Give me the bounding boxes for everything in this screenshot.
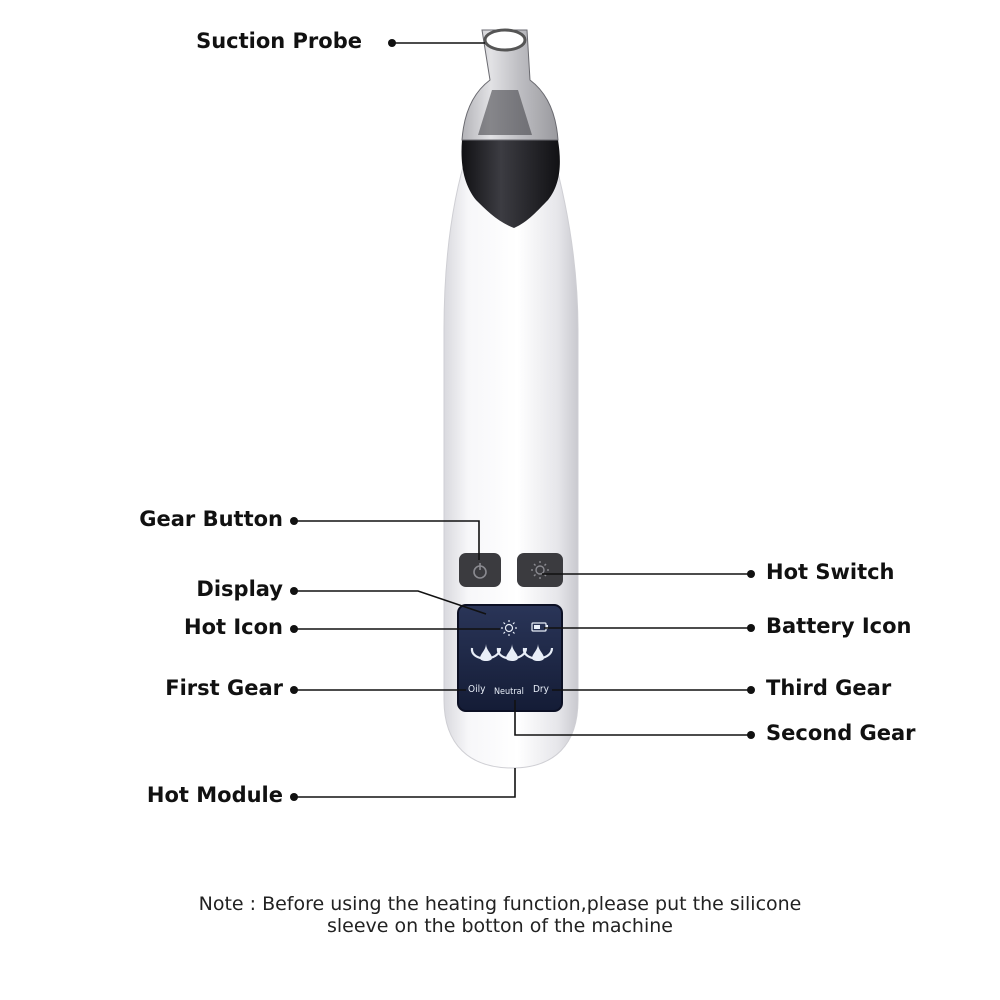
label-hot-switch: Hot Switch bbox=[766, 560, 895, 584]
power-icon bbox=[473, 563, 487, 579]
leader-lines bbox=[294, 42, 751, 798]
note-line-1: Note : Before using the heating function… bbox=[198, 893, 802, 915]
note-line-2: sleeve on the botton of the machine bbox=[327, 915, 673, 937]
leader-hot-module bbox=[294, 768, 516, 798]
probe-collar bbox=[461, 140, 560, 228]
label-second-gear: Second Gear bbox=[766, 721, 916, 745]
mode-neutral-label: Neutral bbox=[494, 687, 524, 697]
label-battery-icon: Battery Icon bbox=[766, 614, 912, 638]
label-suction-probe: Suction Probe bbox=[196, 29, 362, 53]
probe-inner-cone bbox=[478, 90, 532, 135]
leader-display bbox=[294, 590, 487, 615]
drop-second bbox=[506, 644, 518, 661]
sun-icon bbox=[531, 561, 549, 579]
label-third-gear: Third Gear bbox=[766, 676, 892, 700]
label-display: Display bbox=[196, 577, 283, 601]
mode-oily-label: Oily bbox=[468, 684, 486, 695]
battery-icon bbox=[531, 622, 548, 632]
water-drop-icon bbox=[470, 644, 554, 661]
hot-switch-button[interactable] bbox=[517, 553, 563, 587]
leader-dots bbox=[290, 39, 755, 801]
label-hot-icon: Hot Icon bbox=[184, 615, 283, 639]
hot-icon bbox=[501, 620, 517, 636]
leader-second-gear bbox=[514, 700, 751, 736]
drop-first bbox=[480, 644, 492, 661]
leader-gear-button bbox=[294, 520, 480, 560]
mode-dry-label: Dry bbox=[533, 684, 550, 695]
label-gear-button: Gear Button bbox=[139, 507, 283, 531]
drop-third bbox=[532, 644, 544, 661]
probe-tip-opening bbox=[483, 28, 527, 52]
label-hot-module: Hot Module bbox=[146, 783, 283, 807]
label-first-gear: First Gear bbox=[165, 676, 283, 700]
